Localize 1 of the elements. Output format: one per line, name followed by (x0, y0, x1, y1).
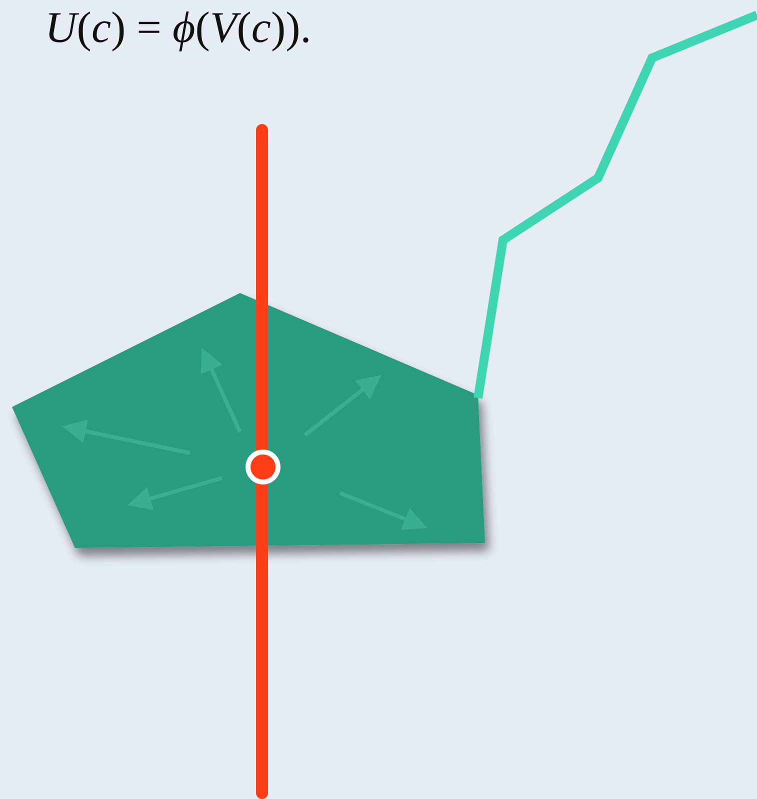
formula-text: U(c) = ϕ(V(c)). (45, 2, 312, 53)
